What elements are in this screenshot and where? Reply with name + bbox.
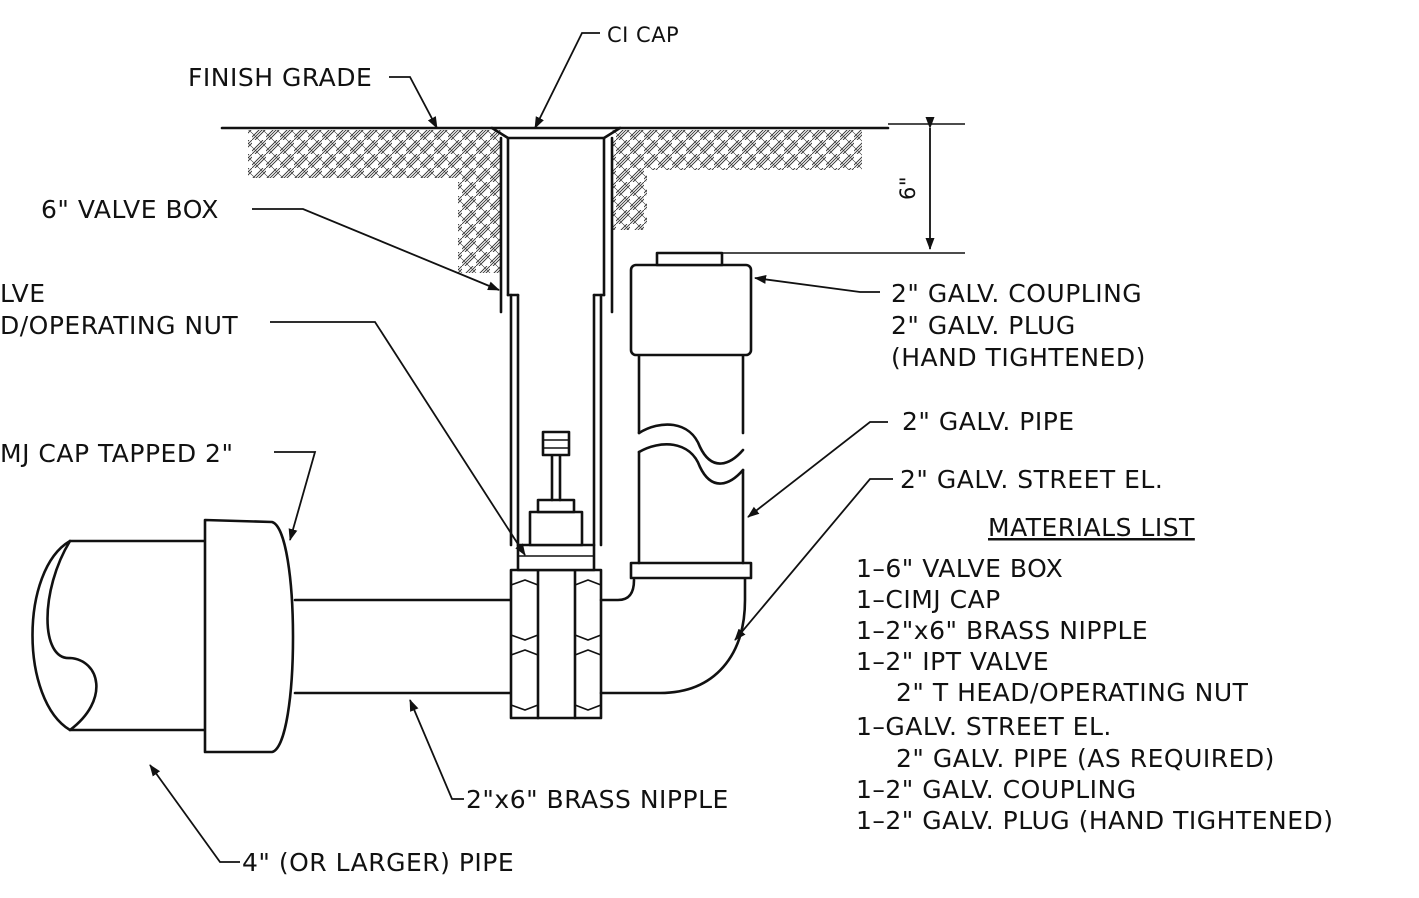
materials-list: MATERIALS LIST 1–6" VALVE BOX 1–CIMJ CAP… [856, 513, 1334, 835]
soil-hatch [248, 130, 862, 273]
leaders [149, 32, 893, 863]
galv-pipe-label: 2" GALV. PIPE [902, 407, 1075, 436]
finish-grade-label: FINISH GRADE [188, 63, 372, 92]
galv-coupling [629, 251, 753, 357]
material-item: 1–2"x6" BRASS NIPPLE [856, 616, 1148, 645]
dimension-6in-label: 6" [896, 176, 920, 200]
material-item: 1–CIMJ CAP [856, 585, 1001, 614]
coupling-label-line2: 2" GALV. PLUG [891, 311, 1076, 340]
ci-cap-label: CI CAP [607, 23, 679, 47]
valve-label-line1: LVE [0, 279, 46, 308]
coupling-label-line3: (HAND TIGHTENED) [891, 343, 1146, 372]
valve-label-line2: D/OPERATING NUT [0, 311, 238, 340]
dimension-6in [722, 117, 965, 254]
street-el-label: 2" GALV. STREET EL. [900, 465, 1163, 494]
brass-nipple [293, 598, 513, 695]
material-item: 1–2" GALV. PLUG (HAND TIGHTENED) [856, 806, 1334, 835]
material-item: 1–2" IPT VALVE [856, 647, 1049, 676]
material-item: 1–2" GALV. COUPLING [856, 775, 1137, 804]
materials-list-title: MATERIALS LIST [988, 513, 1195, 542]
main-pipe-label: 4" (OR LARGER) PIPE [242, 848, 514, 877]
material-item: 1–6" VALVE BOX [856, 554, 1063, 583]
brass-nipple-label: 2"x6" BRASS NIPPLE [466, 785, 729, 814]
galv-pipe [637, 353, 745, 565]
cimj-cap [203, 518, 295, 754]
cimj-cap-label: MJ CAP TAPPED 2" [0, 439, 233, 468]
coupling-label-line1: 2" GALV. COUPLING [891, 279, 1142, 308]
material-item: 2" T HEAD/OPERATING NUT [896, 678, 1249, 707]
ipt-valve [509, 430, 603, 720]
main-pipe [31, 539, 210, 732]
labels: CI CAP FINISH GRADE 6" VALVE BOX LVE D/O… [0, 23, 1163, 877]
valve-box-label: 6" VALVE BOX [41, 195, 219, 224]
material-item: 2" GALV. PIPE (AS REQUIRED) [896, 744, 1275, 773]
material-item: 1–GALV. STREET EL. [856, 712, 1112, 741]
street-elbow [599, 561, 753, 695]
